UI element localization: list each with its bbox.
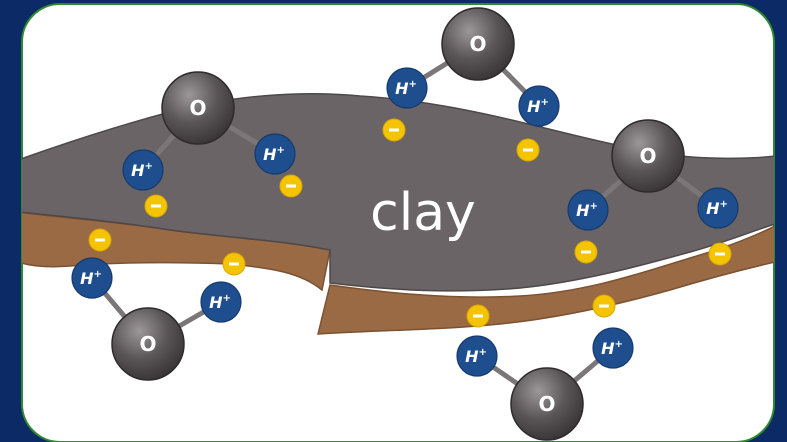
hydrogen-charge-superscript: +	[615, 339, 623, 350]
hydrogen-atom: H+	[567, 189, 609, 231]
hydrogen-charge-superscript: +	[479, 347, 487, 358]
minus-sign	[523, 148, 533, 152]
oxygen-label: O	[538, 392, 555, 416]
oxygen-circle	[111, 307, 185, 381]
oxygen-label: O	[639, 144, 656, 168]
hydrogen-atom: H+	[592, 327, 634, 369]
hydrogen-circle	[122, 149, 164, 191]
minus-sign	[286, 184, 296, 188]
negative-charge	[144, 194, 168, 218]
minus-sign	[389, 128, 399, 132]
oxygen-label: O	[469, 32, 486, 56]
negative-charge	[382, 118, 406, 142]
hydrogen-charge-superscript: +	[94, 269, 102, 280]
hydrogen-charge-superscript: +	[145, 161, 153, 172]
minus-sign	[473, 314, 483, 318]
hydrogen-circle	[200, 281, 242, 323]
hydrogen-circle	[386, 67, 428, 109]
hydrogen-atom: H+	[518, 85, 560, 127]
hydrogen-circle	[254, 133, 296, 175]
hydrogen-charge-superscript: +	[277, 145, 285, 156]
hydrogen-atom: H+	[71, 257, 113, 299]
hydrogen-atom: H+	[386, 67, 428, 109]
charges-layer	[88, 118, 732, 328]
hydrogen-atom: H+	[456, 335, 498, 377]
oxygen-atom: O	[161, 71, 235, 145]
hydrogen-charge-superscript: +	[223, 293, 231, 304]
atoms-layer: O H+ H+ O H+ H+ O H+ H+ O H+ H+ O H+ H+	[71, 7, 739, 441]
hydrogen-circle	[567, 189, 609, 231]
oxygen-atom: O	[441, 7, 515, 81]
oxygen-atom: O	[611, 119, 685, 193]
oxygen-label: O	[139, 332, 156, 356]
hydrogen-circle	[518, 85, 560, 127]
minus-sign	[229, 262, 239, 266]
negative-charge	[222, 252, 246, 276]
hydrogen-circle	[71, 257, 113, 299]
negative-charge	[574, 240, 598, 264]
hydrogen-atom: H+	[254, 133, 296, 175]
minus-sign	[715, 252, 725, 256]
minus-sign	[151, 204, 161, 208]
negative-charge	[592, 294, 616, 318]
hydrogen-charge-superscript: +	[720, 199, 728, 210]
hydrogen-charge-superscript: +	[409, 79, 417, 90]
oxygen-atom: O	[510, 367, 584, 441]
negative-charge	[279, 174, 303, 198]
hydrogen-atom: H+	[122, 149, 164, 191]
minus-sign	[581, 250, 591, 254]
hydrogen-atom: H+	[200, 281, 242, 323]
negative-charge	[516, 138, 540, 162]
hydrogen-circle	[592, 327, 634, 369]
negative-charge	[88, 228, 112, 252]
negative-charge	[466, 304, 490, 328]
clay-side-right	[317, 224, 774, 335]
hydrogen-circle	[697, 187, 739, 229]
oxygen-circle	[161, 71, 235, 145]
hydrogen-circle	[456, 335, 498, 377]
oxygen-label: O	[189, 96, 206, 120]
oxygen-circle	[611, 119, 685, 193]
oxygen-circle	[441, 7, 515, 81]
minus-sign	[599, 304, 609, 308]
minus-sign	[95, 238, 105, 242]
hydrogen-charge-superscript: +	[541, 97, 549, 108]
oxygen-atom: O	[111, 307, 185, 381]
hydrogen-atom: H+	[697, 187, 739, 229]
oxygen-circle	[510, 367, 584, 441]
clay-label: clay	[370, 183, 476, 243]
hydrogen-charge-superscript: +	[590, 201, 598, 212]
negative-charge	[708, 242, 732, 266]
